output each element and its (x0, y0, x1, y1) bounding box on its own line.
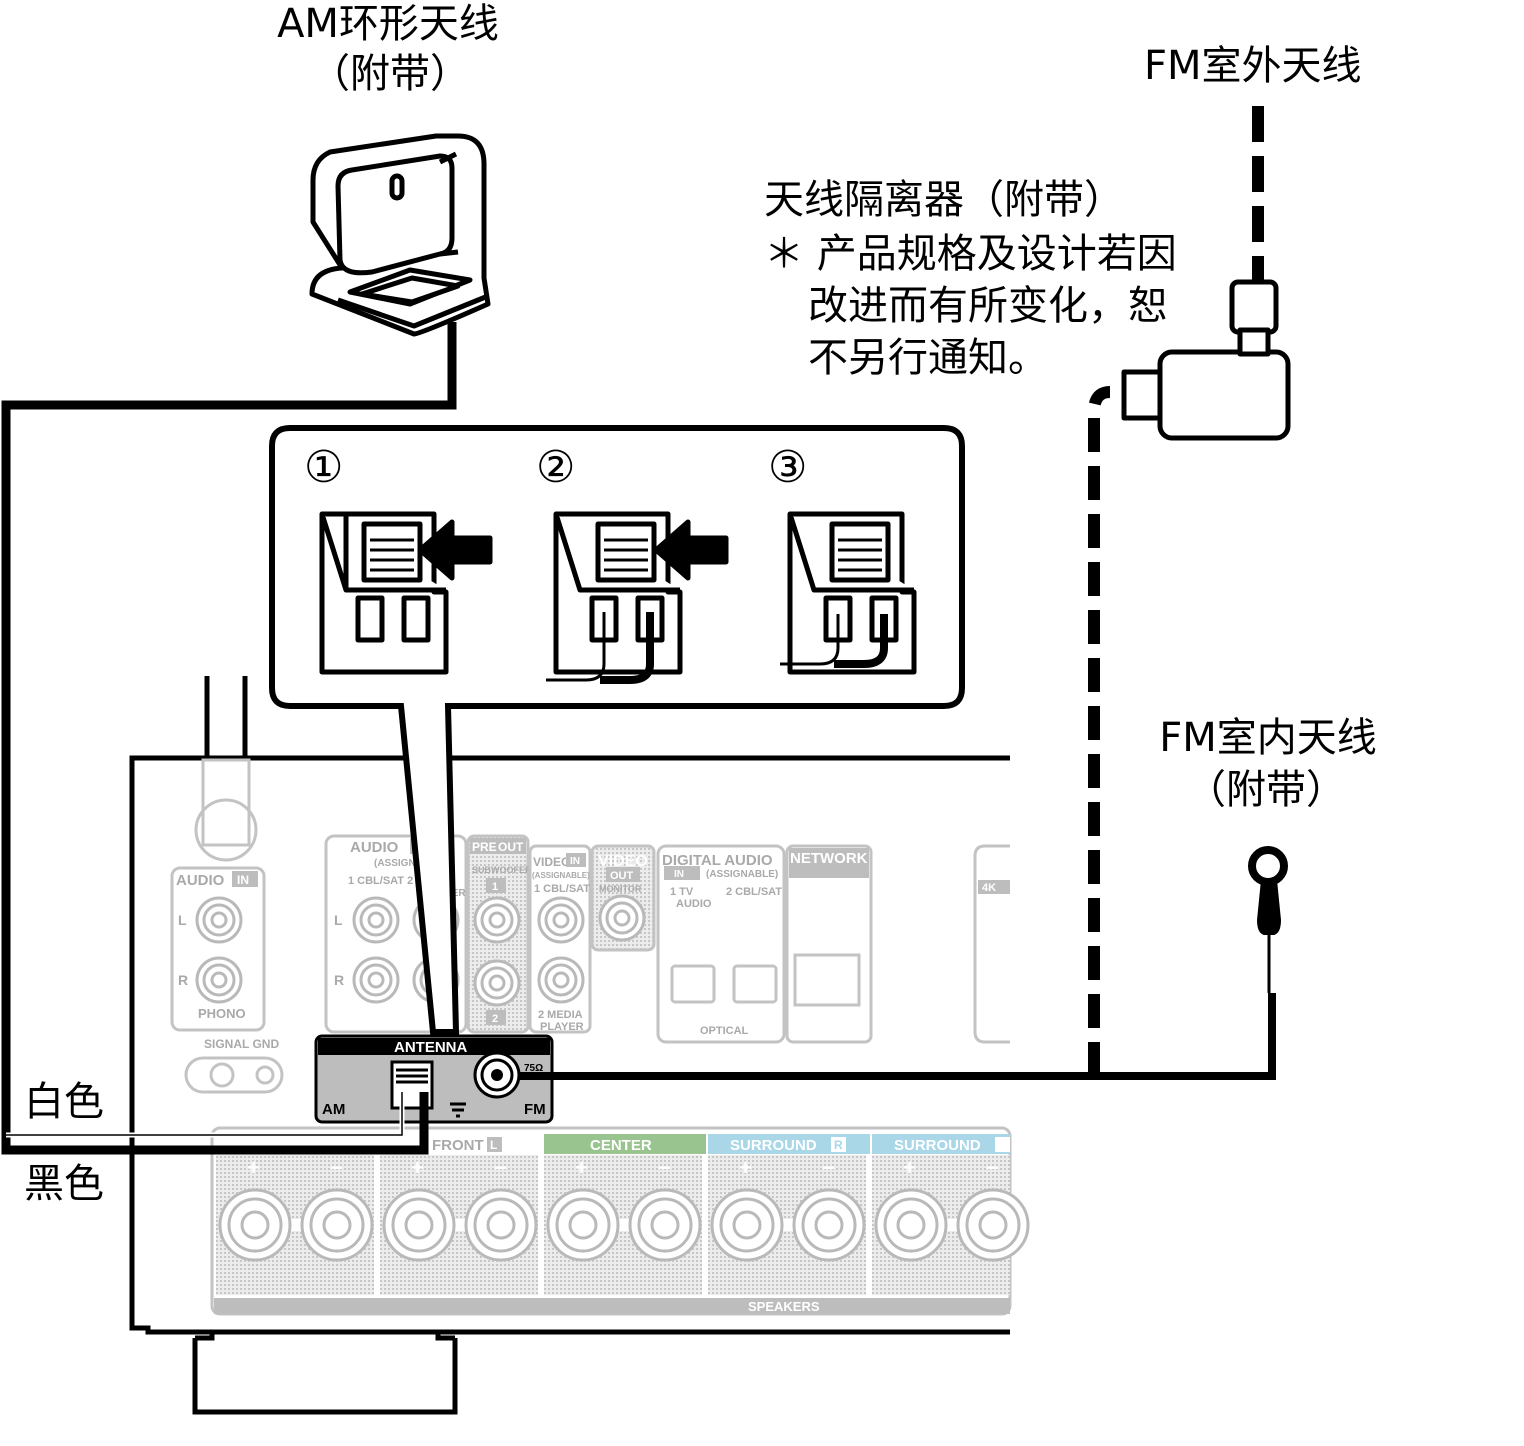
antenna-isolator-icon (1121, 279, 1291, 441)
svg-text:AUDIO: AUDIO (676, 898, 712, 910)
svg-text:OUT: OUT (610, 870, 634, 882)
svg-text:+: + (903, 1155, 916, 1180)
svg-text:VIDEO: VIDEO (598, 853, 648, 870)
svg-text:L: L (178, 912, 187, 928)
am-loop-antenna-icon (309, 133, 491, 337)
svg-text:4K: 4K (982, 882, 996, 894)
pre-out-subwoofer-block: PRE OUT SUBWOOFER 1 2 (466, 834, 532, 1034)
svg-text:AM: AM (322, 1101, 345, 1118)
phono-l-jack (195, 896, 243, 944)
svg-text:1 CBL/SAT: 1 CBL/SAT (534, 883, 590, 895)
isolator-note-line-2: 改进而有所变化，恕 (808, 283, 1168, 329)
svg-text:OUT: OUT (498, 840, 524, 854)
video-out-block: VIDEO OUT MONITOR (590, 844, 656, 952)
svg-text:+: + (247, 1155, 260, 1180)
fm-outdoor-antenna-label: FM室外天线 (1144, 43, 1362, 89)
svg-text:−: − (330, 1155, 343, 1180)
svg-text:ANTENNA: ANTENNA (394, 1039, 467, 1056)
svg-text:−: − (658, 1155, 671, 1180)
step-1-number: ① (304, 442, 344, 493)
fm-indoor-antenna-title: FM室内天线 (1159, 715, 1377, 761)
fm-outdoor-cable (1088, 106, 1264, 1076)
antenna-terminal: ANTENNA AM FM 75Ω (314, 1034, 554, 1124)
svg-text:1 CBL/SAT 2: 1 CBL/SAT 2 (348, 875, 413, 887)
fm-indoor-antenna-icon (1248, 846, 1288, 935)
svg-text:CENTER: CENTER (590, 1137, 652, 1154)
svg-text:−: − (494, 1155, 507, 1180)
svg-text:−: − (986, 1155, 999, 1180)
svg-text:+: + (575, 1155, 588, 1180)
svg-text:+: + (739, 1155, 752, 1180)
svg-text:PRE: PRE (472, 840, 497, 854)
isolator-note-line-1: ＊ 产品规格及设计若因 (764, 231, 1177, 277)
svg-text:FM: FM (524, 1101, 546, 1118)
svg-text:R: R (834, 1138, 843, 1152)
svg-text:IN: IN (674, 869, 684, 880)
phono-input-block: AUDIO IN L R PHONO SIGNAL GND (170, 866, 284, 1094)
svg-text:MONITOR: MONITOR (599, 884, 642, 894)
hdmi-block-partial: 4K (973, 844, 1010, 1044)
step-3-terminal (780, 511, 917, 675)
network-block: NETWORK (785, 844, 873, 1044)
svg-text:(ASSIGNABLE): (ASSIGNABLE) (532, 871, 590, 880)
fm-indoor-antenna-subtitle: （附带） (1186, 767, 1346, 813)
svg-text:PLAYER: PLAYER (540, 1021, 584, 1033)
svg-text:1 TV: 1 TV (670, 886, 694, 898)
svg-text:L: L (490, 1138, 497, 1152)
svg-text:SIGNAL GND: SIGNAL GND (204, 1037, 279, 1051)
svg-text:L: L (334, 912, 343, 928)
svg-text:R: R (334, 972, 344, 988)
connection-steps-callout (269, 425, 965, 1035)
receiver-foot (192, 1330, 458, 1415)
step-2-number: ② (536, 442, 576, 493)
black-wire-label: 黑色 (24, 1161, 104, 1207)
am-loop-antenna-title: AM环形天线 (277, 1, 499, 47)
svg-text:(ASSIGNABLE): (ASSIGNABLE) (706, 869, 778, 880)
svg-text:2 CBL/SAT: 2 CBL/SAT (726, 886, 782, 898)
svg-text:+: + (411, 1155, 424, 1180)
digital-audio-block: DIGITAL AUDIO IN (ASSIGNABLE) 1 TV AUDIO… (656, 844, 786, 1044)
isolator-label: 天线隔离器（附带） (764, 177, 1124, 223)
svg-text:R: R (178, 972, 188, 988)
white-wire-label: 白色 (24, 1079, 104, 1125)
step-3-number: ③ (768, 442, 808, 493)
svg-text:DIGITAL AUDIO: DIGITAL AUDIO (662, 852, 773, 869)
svg-text:NETWORK: NETWORK (790, 850, 868, 867)
svg-text:1: 1 (492, 881, 498, 893)
svg-text:VIDEO: VIDEO (533, 855, 570, 869)
svg-text:SUBWOOFER: SUBWOOFER (472, 865, 532, 875)
svg-text:2 MEDIA: 2 MEDIA (538, 1009, 583, 1021)
svg-text:2: 2 (492, 1013, 498, 1025)
svg-text:75Ω: 75Ω (524, 1063, 543, 1074)
step-2-terminal (546, 511, 729, 684)
svg-text:SURROUND: SURROUND (730, 1137, 817, 1154)
receiver-rear-panel: AUDIO IN L R PHONO SIGNAL GND AUDIO (ASS… (129, 676, 1030, 1415)
isolator-note-line-3: 不另行通知。 (808, 335, 1048, 381)
svg-text:IN: IN (237, 873, 249, 887)
svg-text:(ASSIGNABLE): (ASSIGNABLE) (374, 858, 446, 869)
svg-text:IN: IN (570, 856, 580, 867)
am-loop-antenna-subtitle: （附带） (310, 51, 470, 97)
step-1-terminal (319, 511, 493, 675)
svg-text:AUDIO: AUDIO (350, 839, 399, 856)
svg-text:−: − (822, 1155, 835, 1180)
wireless-antenna-stub (194, 676, 258, 862)
svg-text:SPEAKERS: SPEAKERS (748, 1299, 820, 1314)
svg-text:SURROUND: SURROUND (894, 1137, 981, 1154)
svg-text:FRONT: FRONT (432, 1137, 484, 1154)
phono-r-jack (195, 956, 243, 1004)
svg-text:PHONO: PHONO (198, 1006, 246, 1021)
speaker-terminals: SPEAKERS FRONT L CENTER SURROUND R SURRO… (210, 1126, 1030, 1316)
video-in-block: VIDEO IN (ASSIGNABLE) 1 CBL/SAT 2 MEDIA … (528, 844, 592, 1034)
svg-text:AUDIO: AUDIO (176, 872, 225, 889)
fm-indoor-cable (520, 933, 1276, 1080)
svg-text:OPTICAL: OPTICAL (700, 1025, 749, 1037)
am-loop-cable (1, 322, 457, 1155)
